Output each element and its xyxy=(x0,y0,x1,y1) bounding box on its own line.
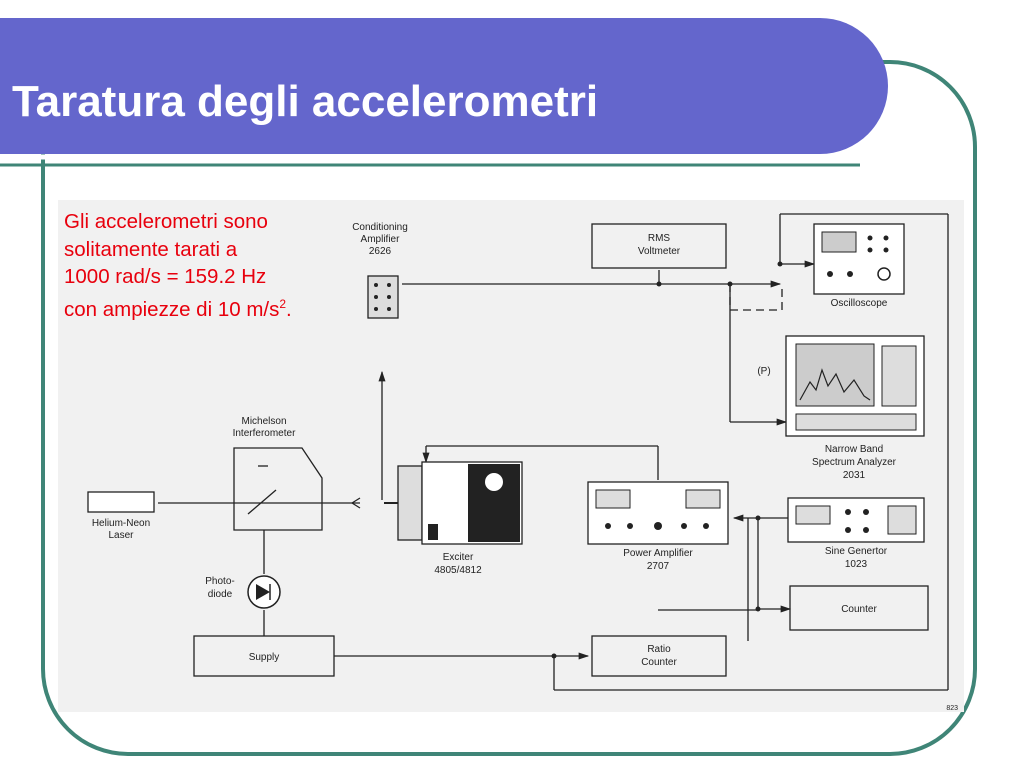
exciter-label-1: Exciter xyxy=(443,552,474,563)
rms-voltmeter-label-1: RMS xyxy=(648,233,671,244)
conditioning-amplifier-label-1: Conditioning xyxy=(352,222,408,233)
michelson-label-1: Michelson xyxy=(241,416,286,427)
caption-line-4-end: . xyxy=(286,297,292,321)
caption-line-4: con ampiezze di 10 m/s2. xyxy=(64,291,364,323)
caption-text: Gli accelerometri sono solitamente tarat… xyxy=(64,208,364,323)
power-amplifier-label-2: 2707 xyxy=(647,561,670,572)
laser-label-1: Helium-Neon xyxy=(92,518,150,529)
sine-generator-label-1: Sine Genertor xyxy=(825,546,888,557)
signal-wires xyxy=(158,213,949,691)
caption-line-2: solitamente tarati a xyxy=(64,237,238,261)
power-amplifier-label-1: Power Amplifier xyxy=(623,548,693,559)
photodiode xyxy=(247,575,281,609)
page-title: Taratura degli accelerometri xyxy=(12,77,599,126)
diagram-background xyxy=(58,200,964,712)
ratio-counter-box xyxy=(591,635,727,677)
spectrum-analyzer-label-3: 2031 xyxy=(843,470,866,481)
figure-number: 823 xyxy=(946,705,958,712)
title-band xyxy=(0,18,888,154)
conditioning-amplifier-label-3: 2626 xyxy=(369,246,392,257)
conditioning-amplifier xyxy=(367,275,399,319)
caption-superscript: 2 xyxy=(279,296,287,311)
caption-line-3: 1000 rad/s = 159.2 Hz xyxy=(64,265,267,288)
caption-line-1: Gli accelerometri sono xyxy=(64,210,268,233)
sine-generator xyxy=(787,497,925,543)
conditioning-amplifier-label-2: Amplifier xyxy=(361,234,401,245)
power-amplifier xyxy=(587,481,729,545)
counter-box xyxy=(789,585,929,631)
michelson-label-2: Interferometer xyxy=(233,428,296,439)
spectrum-analyzer xyxy=(785,335,925,437)
laser-label-2: Laser xyxy=(108,530,134,541)
rms-voltmeter-box xyxy=(591,223,727,269)
spectrum-analyzer-label-2: Spectrum Analyzer xyxy=(812,457,897,468)
ratio-counter-label-1: Ratio xyxy=(647,644,671,655)
ratio-counter-label-2: Counter xyxy=(641,657,677,668)
probe-label: (P) xyxy=(757,366,770,377)
supply-label: Supply xyxy=(249,652,280,663)
calibration-setup-diagram: Conditioning Amplifier 2626 RMS Voltmete… xyxy=(58,200,964,712)
michelson-interferometer xyxy=(233,447,323,531)
oscilloscope xyxy=(813,223,905,295)
photodiode-label-1: Photo- xyxy=(205,576,234,587)
caption-line-4-text: con ampiezze di 10 m/s xyxy=(64,297,280,321)
oscilloscope-label: Oscilloscope xyxy=(831,298,888,309)
helium-neon-laser-box xyxy=(87,491,155,513)
sine-generator-label-2: 1023 xyxy=(845,559,868,570)
spectrum-analyzer-label-1: Narrow Band xyxy=(825,444,883,455)
wire-junctions xyxy=(551,261,783,659)
counter-label: Counter xyxy=(841,604,877,615)
exciter-label-2: 4805/4812 xyxy=(434,565,482,576)
supply-box xyxy=(193,635,335,677)
photodiode-label-2: diode xyxy=(208,589,233,600)
exciter xyxy=(384,461,523,545)
rms-voltmeter-label-2: Voltmeter xyxy=(638,246,681,257)
